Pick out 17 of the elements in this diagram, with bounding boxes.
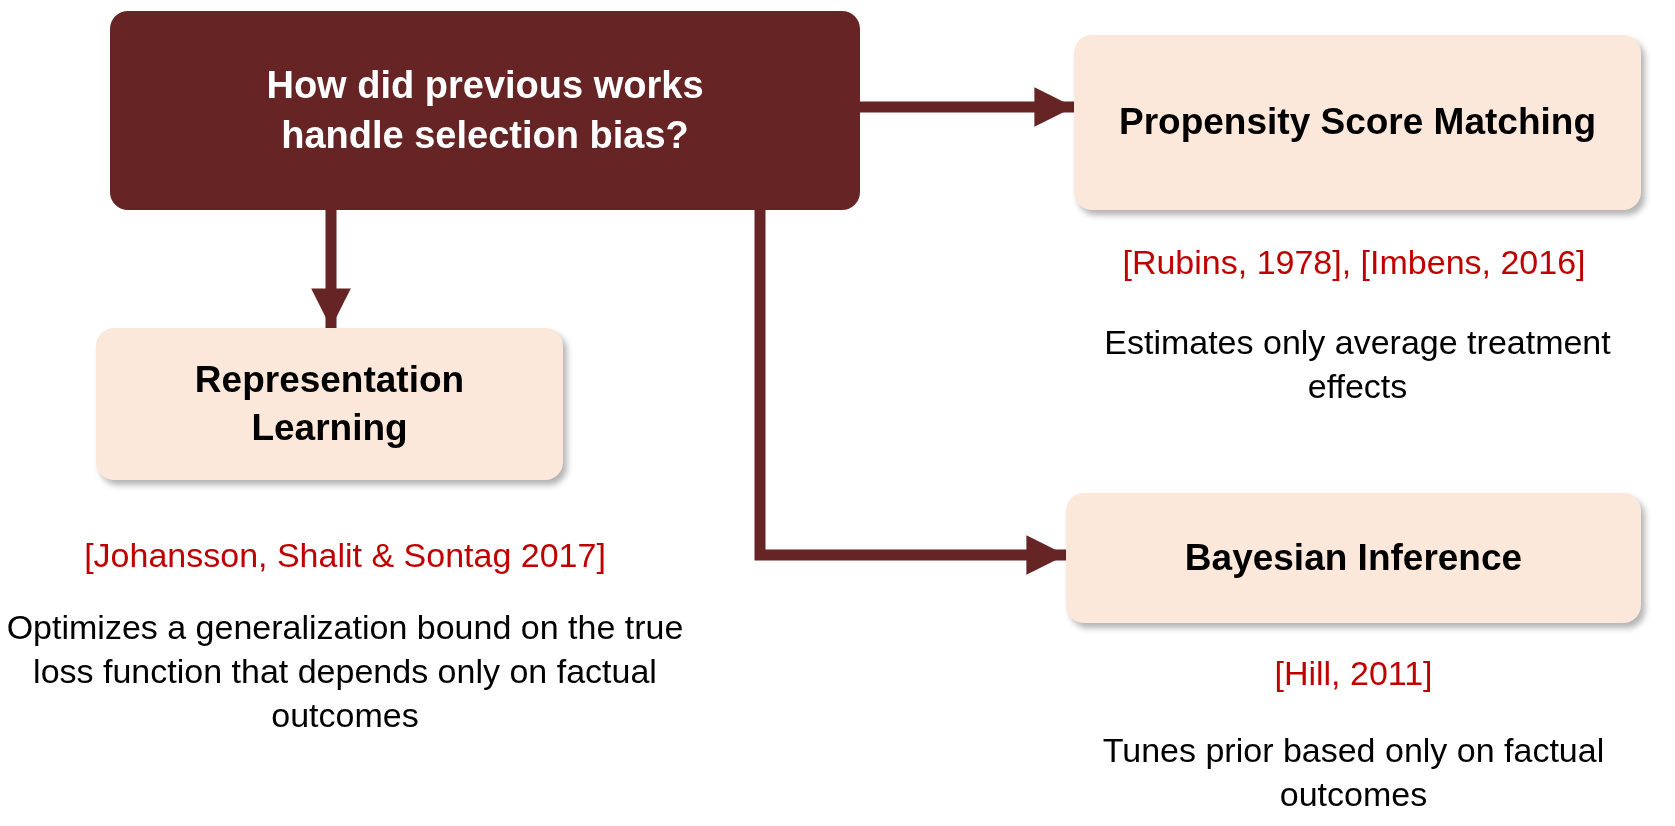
question-box: [110, 11, 860, 210]
arrow: [754, 210, 1066, 575]
method-title: Representation Learning: [193, 357, 466, 450]
method-box: [1074, 35, 1641, 210]
citation-text: [Hill, 2011]: [1273, 653, 1434, 694]
citation-text: [Rubins, 1978], [Imbens, 2016]: [1121, 242, 1587, 283]
method-box: [1066, 493, 1641, 623]
method-box: [96, 328, 563, 480]
arrow: [311, 210, 351, 328]
description-text: Optimizes a generalization bound on the true loss function that depends only on factual outcomes: [5, 607, 685, 737]
method-title: Bayesian Inference: [1184, 535, 1523, 580]
citation-text: [Johansson, Shalit & Sontag 2017]: [83, 535, 607, 576]
arrow: [860, 87, 1074, 127]
description-text: Estimates only average treatment effects: [1103, 322, 1612, 408]
method-title: Propensity Score Matching: [1119, 100, 1596, 145]
description-text: Tunes prior based only on factual outcomes: [1101, 730, 1606, 816]
question-text: How did previous works handle selection bias?: [265, 63, 705, 158]
